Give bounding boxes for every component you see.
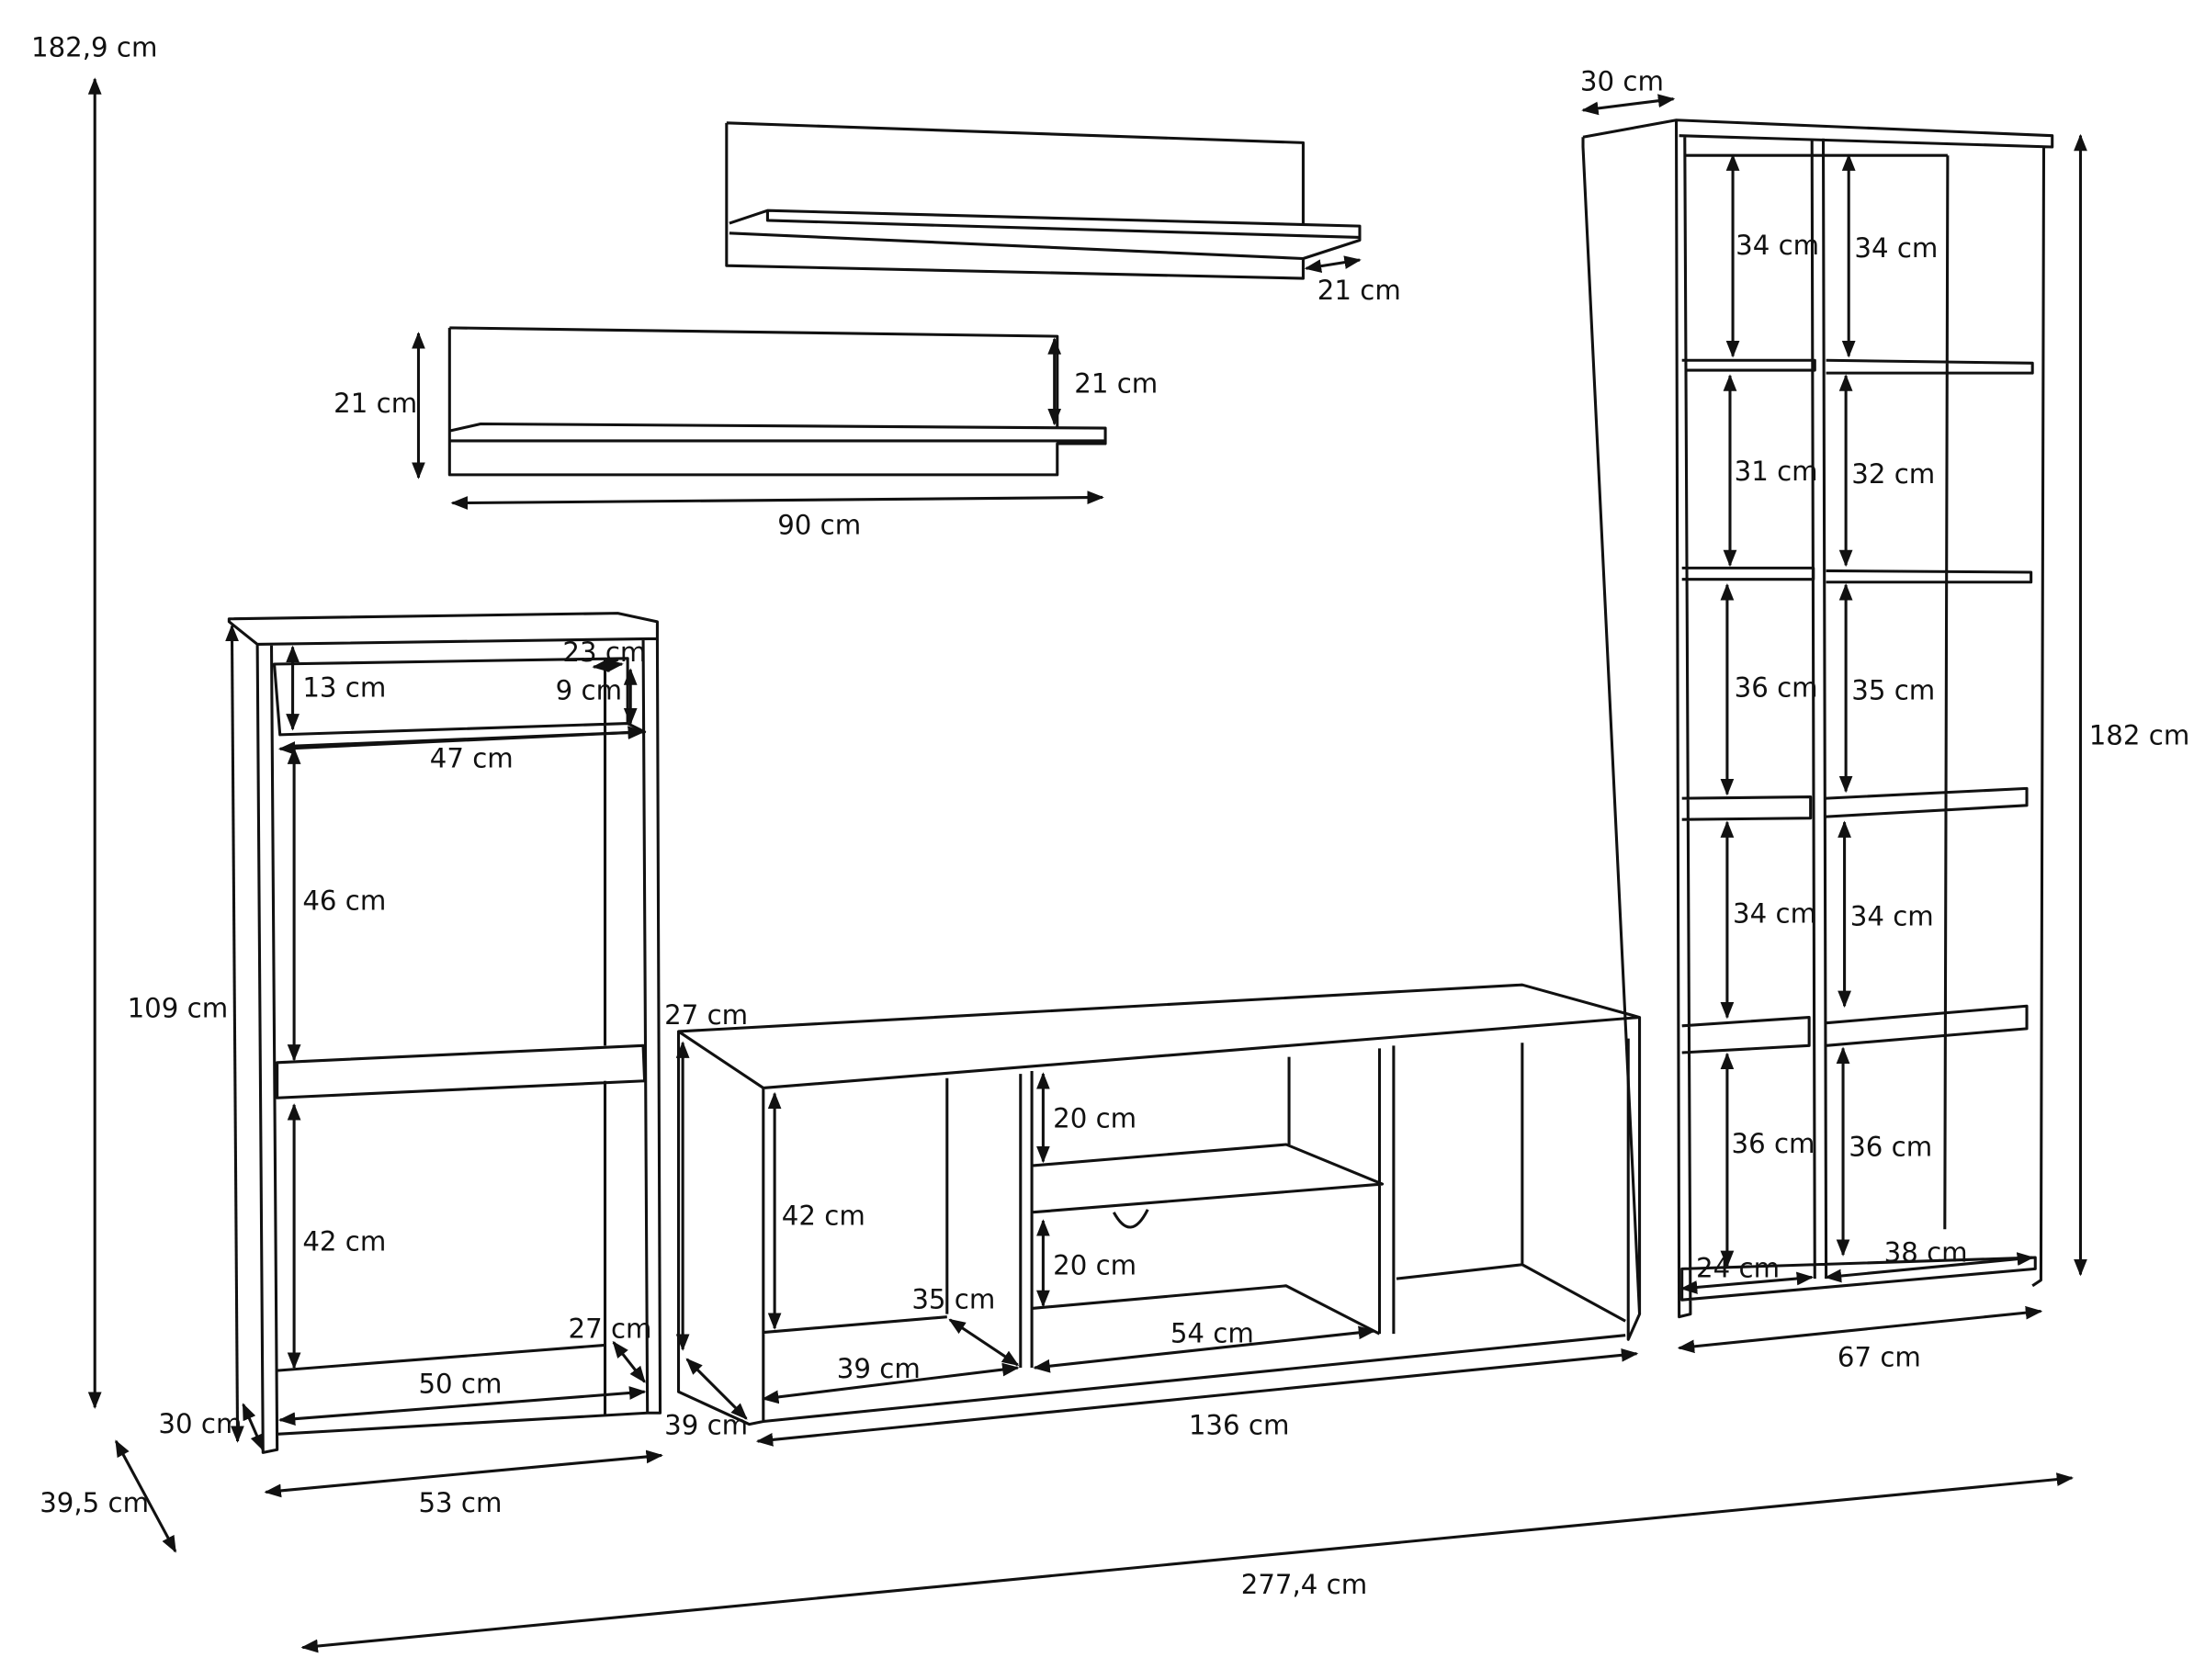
dimension-label: 21 cm [1074,368,1158,400]
bookcase-dimension-label: 36 cm [1735,671,1818,703]
dimension-label: 46 cm [302,885,386,917]
bookcase-dimension-label: 34 cm [1733,897,1816,929]
dimension-arrow [225,624,244,1443]
dimension-label: 54 cm [1170,1317,1254,1348]
dimension-arrow [1679,1271,1815,1294]
dimension-arrow [1304,255,1362,273]
dimension-label: 277,4 cm [1241,1569,1367,1600]
dimension-label: 42 cm [782,1201,865,1232]
bookcase-dimension-label: 32 cm [1851,458,1935,490]
wall-shelf-upper [725,121,1362,280]
bookcase-dimension-label: 24 cm [1696,1253,1780,1284]
dimension-arrow [612,1340,646,1383]
dimension-label: 35 cm [911,1283,995,1314]
dimension-label: 27 cm [569,1314,652,1345]
bookcase-dimension-label: 38 cm [1884,1237,1968,1268]
dimension-label: 109 cm [128,993,229,1024]
dimension-lines [87,77,2087,1653]
dimension-arrow [1824,1252,2035,1283]
bookcase-dimension-label: 182 cm [2089,720,2190,751]
dimension-label: 182,9 cm [31,32,157,63]
dimension-label: 39 cm [837,1353,921,1384]
bookcase-dimension-label: 34 cm [1854,232,1938,264]
dimension-arrow [277,726,645,755]
dimension-arrow [450,490,1104,510]
dimension-arrow [1677,1305,2043,1354]
bookcase-dimension-label: 67 cm [1838,1342,1921,1373]
dimension-label: 136 cm [1189,1409,1290,1440]
dimension-label: 13 cm [302,671,386,703]
dimension-labels: 182,9 cm 30 cm 21 cm 21 cm 21 cm 90 cm 23 cm 13… [31,32,2189,1601]
bookcase-dimension-label: 36 cm [1849,1131,1932,1162]
dimension-label: 20 cm [1053,1250,1136,1281]
bookcase-dimension-label: 34 cm [1736,230,1819,261]
dimension-label: 30 cm [158,1408,242,1439]
dimension-arrow [300,1472,2075,1653]
wall-shelf-lower [447,326,1107,477]
dimension-label: 39 cm [664,1409,748,1440]
dimension-label: 27 cm [664,999,748,1031]
dimension-label: 30 cm [1580,65,1664,96]
dimension-label: 90 cm [777,509,861,540]
dimension-label: 23 cm [562,637,646,668]
dimension-arrow [592,659,624,672]
dimension-arrow [114,1439,177,1553]
dimension-label: 47 cm [430,742,514,773]
dimension-label: 9 cm [556,674,622,705]
dimension-label: 21 cm [334,388,417,419]
dimension-arrow [277,1386,647,1426]
dimension-arrow [948,1318,1020,1367]
dimension-label: 20 cm [1053,1103,1136,1134]
dimension-arrow [242,1403,265,1451]
dimension-label: 39,5 cm [40,1487,149,1518]
dimension-label: 21 cm [1317,275,1401,306]
dimension-label: 53 cm [418,1487,502,1518]
dimension-arrow [755,1347,1639,1447]
bookcase-dimension-label: 35 cm [1851,674,1935,705]
dimension-label: 42 cm [302,1225,386,1257]
tall-bookcase [1581,118,2054,1319]
bookcase-dimension-label: 34 cm [1850,901,1934,932]
bookcase-dimension-label: 36 cm [1732,1128,1815,1159]
dimension-arrow [685,1358,748,1420]
bookcase-dimension-label: 31 cm [1735,456,1818,487]
dimension-label: 50 cm [418,1369,502,1400]
dimension-arrow [1581,94,1676,116]
